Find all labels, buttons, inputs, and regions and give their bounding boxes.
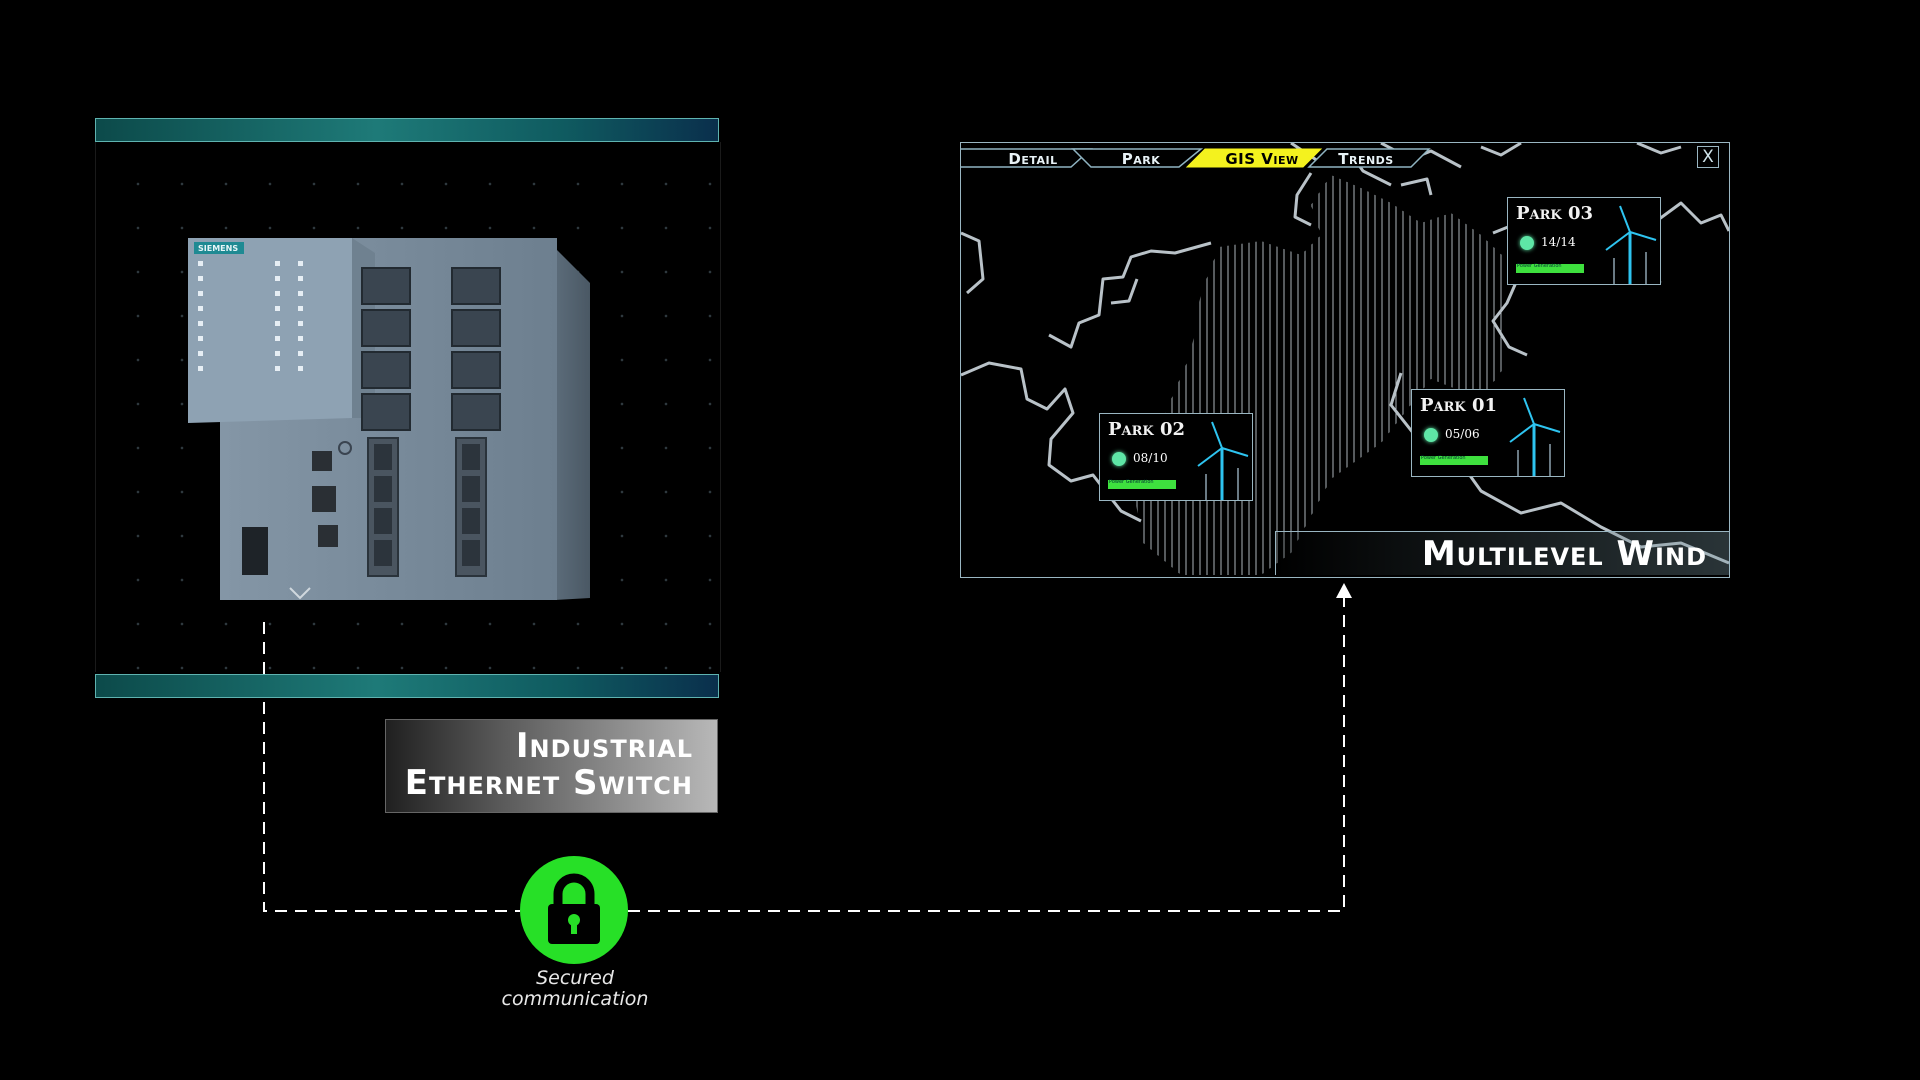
secured-communication-label: Secured communication [470, 968, 680, 1010]
park-name: Park 02 [1108, 419, 1186, 440]
tab-gis-view[interactable]: GIS View [1225, 150, 1299, 168]
siemens-logo: SIEMENS [198, 244, 238, 253]
switch-caption-line1: Industrial [515, 726, 693, 766]
park-name: Park 03 [1516, 203, 1594, 224]
park-card-03[interactable]: Park 03 14/14 Power Generation [1507, 197, 1661, 285]
wind-turbine-icon [1509, 397, 1561, 476]
arrow-head-icon [1336, 583, 1352, 598]
padlock-icon [548, 873, 600, 944]
tab-detail[interactable]: Detail [1008, 150, 1058, 168]
power-bar [1108, 480, 1176, 489]
wind-turbine-icon [1197, 421, 1249, 500]
status-dot-icon [1112, 452, 1126, 466]
power-bar [1516, 264, 1584, 273]
secured-label-line1: Secured [536, 967, 614, 989]
link-lock-to-scada [628, 596, 1345, 912]
power-bar-label: Power Generation [1109, 479, 1154, 485]
close-button[interactable]: X [1697, 146, 1719, 168]
park-card-01[interactable]: Park 01 05/06 Power Generation [1411, 389, 1565, 477]
turbine-count: 14/14 [1541, 235, 1576, 249]
power-bar-label: Power Generation [1517, 263, 1562, 269]
tab-park[interactable]: Park [1121, 150, 1161, 168]
top-accent-bar [95, 118, 719, 142]
scada-title-banner: Multilevel Wind SCADA [1275, 531, 1729, 575]
status-dot-icon [1520, 236, 1534, 250]
power-bar [1420, 456, 1488, 465]
ethernet-switch-device: SIEMENS [188, 238, 590, 600]
power-bar-label: Power Generation [1421, 455, 1466, 461]
lock-badge [520, 856, 628, 964]
turbine-count: 08/10 [1133, 451, 1168, 465]
scada-window: Detail Park GIS View Trends X Park 03 14… [960, 142, 1730, 578]
bottom-accent-bar [95, 674, 719, 698]
status-dot-icon [1424, 428, 1438, 442]
turbine-count: 05/06 [1445, 427, 1480, 441]
secured-label-line2: communication [501, 988, 649, 1010]
link-switch-to-lock [263, 622, 520, 912]
switch-caption: Industrial Ethernet Switch [385, 719, 718, 813]
park-card-02[interactable]: Park 02 08/10 Power Generation [1099, 413, 1253, 501]
switch-caption-line2: Ethernet Switch [404, 763, 693, 803]
park-name: Park 01 [1420, 395, 1498, 416]
tab-trends[interactable]: Trends [1338, 150, 1394, 168]
hatched-region [1131, 175, 1506, 575]
scada-title: Multilevel Wind SCADA [1421, 534, 1707, 574]
wind-turbine-icon [1605, 205, 1657, 284]
